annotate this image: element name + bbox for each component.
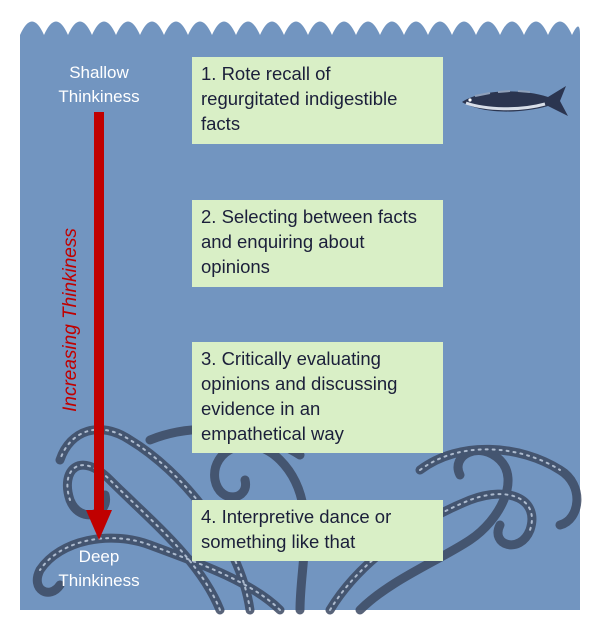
step-3-line-4: empathetical way: [201, 423, 344, 444]
step-2-line-1: 2. Selecting between facts: [201, 206, 417, 227]
axis-label: Increasing Thinkiness: [60, 228, 81, 412]
step-2-line-2: and enquiring about: [201, 231, 365, 252]
deep-label-line2: Thinkiness: [58, 571, 140, 590]
step-3-line-1: 3. Critically evaluating: [201, 348, 381, 369]
step-1-line-3: facts: [201, 113, 241, 134]
step-box-2: 2. Selecting between facts and enquiring…: [192, 200, 443, 287]
octopus-tentacles-icon: [33, 424, 582, 615]
depth-arrow: [86, 112, 112, 540]
shallow-label-line2: Thinkiness: [58, 87, 140, 106]
step-4-line-1: 4. Interpretive dance or: [201, 506, 392, 527]
mackerel-icon: [462, 86, 568, 116]
step-2-line-3: opinions: [201, 256, 270, 277]
shallow-label: Shallow Thinkiness: [24, 61, 174, 109]
step-4-line-2: something like that: [201, 531, 356, 552]
step-box-3: 3. Critically evaluating opinions and di…: [192, 342, 443, 453]
deep-label: Deep Thinkiness: [24, 545, 174, 593]
step-box-1: 1. Rote recall of regurgitated indigesti…: [192, 57, 443, 144]
step-1-line-1: 1. Rote recall of: [201, 63, 331, 84]
step-box-4: 4. Interpretive dance or something like …: [192, 500, 443, 561]
step-1-line-2: regurgitated indigestible: [201, 88, 398, 109]
step-3-line-2: opinions and discussing: [201, 373, 398, 394]
deep-label-line1: Deep: [78, 547, 120, 566]
shallow-label-line1: Shallow: [69, 63, 129, 82]
step-3-line-3: evidence in an: [201, 398, 321, 419]
